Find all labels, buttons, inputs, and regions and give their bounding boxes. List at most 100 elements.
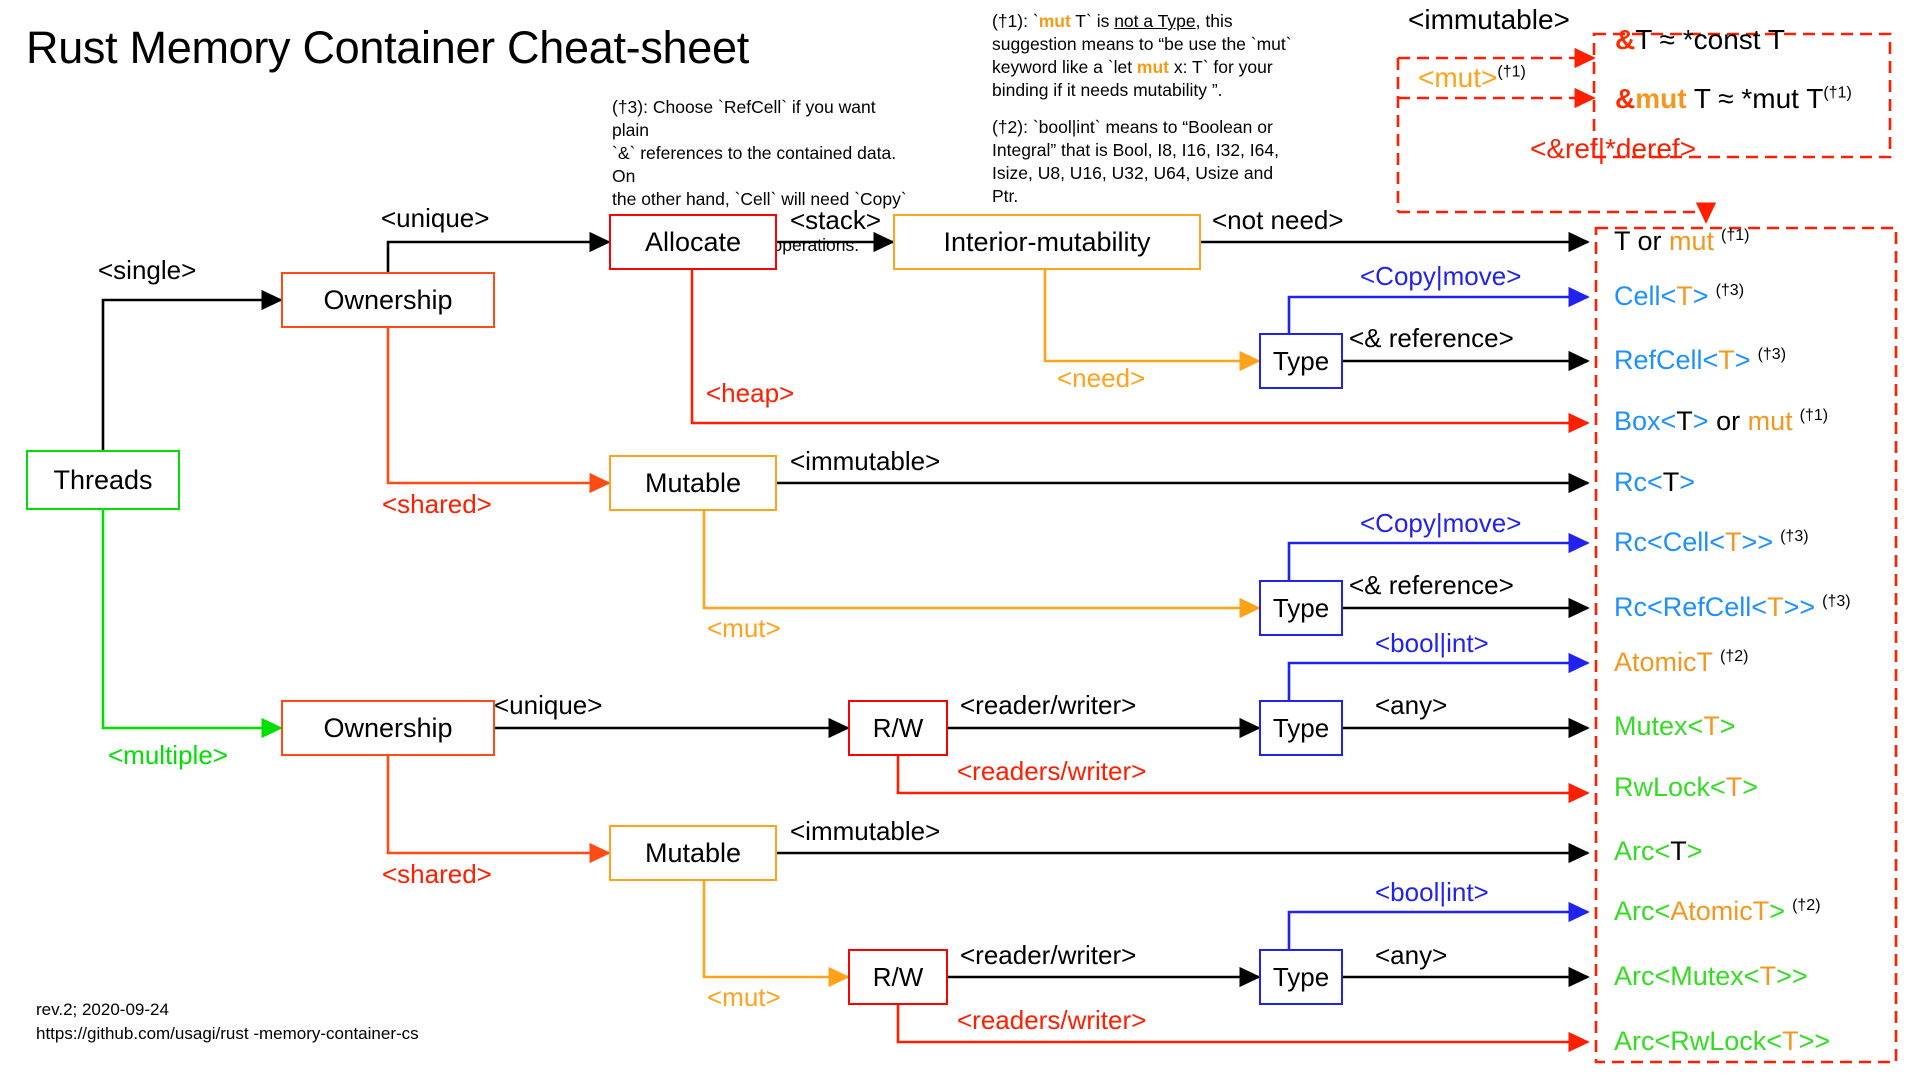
node-allocate[interactable]: Allocate	[609, 214, 777, 270]
result-part: >	[1742, 772, 1759, 802]
result-cell: Cell<T> (†3)	[1614, 281, 1744, 312]
result-part: RefCell<	[1614, 345, 1719, 375]
edge-label-immutable-2: <immutable>	[790, 816, 941, 846]
result-part: mut	[1747, 406, 1793, 436]
result-part: Cell<	[1614, 281, 1677, 311]
result-part: T	[1767, 592, 1784, 622]
result-footnote-ref: (†2)	[1792, 897, 1821, 914]
result-footnote-ref: (†1)	[1721, 227, 1750, 244]
result-part: T	[1676, 281, 1693, 311]
result-part: Box<	[1614, 406, 1677, 436]
ref-row-const: &T ≈ *const T	[1615, 24, 1785, 55]
footnote-2: (†2): `bool|int` means to “Boolean or In…	[992, 117, 1279, 206]
node-interior-mutability[interactable]: Interior-mutability	[893, 214, 1201, 270]
edge-label-heap: <heap>	[706, 378, 795, 408]
node-mutable-single[interactable]: Mutable	[609, 455, 777, 511]
node-type-stack[interactable]: Type	[1259, 333, 1343, 389]
result-atomict: AtomicT (†2)	[1614, 647, 1748, 678]
ref-row-mut: &mut T ≈ *mut T(†1)	[1615, 83, 1852, 114]
edge-label-unique-1: <unique>	[381, 203, 490, 233]
result-part: T	[1703, 711, 1720, 741]
result-part: Arc<RwLock<	[1614, 1026, 1783, 1056]
node-ownership-single[interactable]: Ownership	[281, 272, 495, 328]
edge-label-copy-move-1: <Copy|move>	[1360, 261, 1522, 291]
result-footnote-ref: (†3)	[1780, 528, 1809, 545]
result-part: T	[1782, 1026, 1799, 1056]
mut-keyword: mut	[1038, 11, 1071, 31]
result-part: >	[1719, 711, 1736, 741]
result-mutex: Mutex<T>	[1614, 711, 1736, 742]
result-part: or	[1708, 406, 1748, 436]
result-part: RwLock<	[1614, 772, 1726, 802]
result-part: >>	[1783, 592, 1816, 622]
ref-deref-label: <&ref|*deref>	[1530, 133, 1697, 164]
result-part: T	[1718, 345, 1735, 375]
edge-label-multiple: <multiple>	[108, 740, 228, 770]
result-part: >	[1734, 345, 1751, 375]
result-part: AtomicT	[1614, 647, 1714, 677]
result-refcell: RefCell<T> (†3)	[1614, 345, 1786, 376]
result-footnote-ref: (†3)	[1715, 282, 1745, 299]
footnote-1-line-3: keyword like a `let mut x: T` for your	[992, 57, 1273, 77]
result-part: >	[1679, 467, 1696, 497]
node-type-rc[interactable]: Type	[1259, 580, 1343, 636]
result-arc-mutex: Arc<Mutex<T>>	[1614, 961, 1808, 992]
node-mutable-multiple[interactable]: Mutable	[609, 825, 777, 881]
result-arc-rwlock: Arc<RwLock<T>>	[1614, 1026, 1830, 1057]
result-part: Rc<RefCell<	[1614, 592, 1768, 622]
result-part: >>	[1798, 1026, 1831, 1056]
result-part: T	[1670, 836, 1687, 866]
page-title: Rust Memory Container Cheat-sheet	[26, 22, 749, 73]
result-part: Rc<	[1614, 467, 1663, 497]
edge-label-immutable-1: <immutable>	[790, 446, 941, 476]
revision-info: rev.2; 2020-09-24 https://github.com/usa…	[36, 1000, 419, 1043]
edge-label-bool-int-2: <bool|int>	[1375, 877, 1489, 907]
result-part: Arc<	[1614, 896, 1671, 926]
result-rwlock: RwLock<T>	[1614, 772, 1758, 803]
edge-label-mut-1: <mut>	[707, 613, 781, 643]
result-part: >>	[1776, 961, 1808, 991]
node-rw-unique[interactable]: R/W	[848, 700, 948, 756]
result-part: T	[1662, 467, 1680, 497]
edge-label-reference-1: <& reference>	[1349, 323, 1514, 353]
result-part: mut	[1669, 226, 1715, 256]
edge-label-reader-writer-1: <reader/writer>	[960, 690, 1137, 720]
edge-label-single: <single>	[98, 255, 197, 285]
result-part: Rc<Cell<	[1614, 527, 1726, 557]
edge-label-need: <need>	[1057, 363, 1146, 393]
result-part: >>	[1741, 527, 1774, 557]
edge-label-readers-writer-2: <readers/writer>	[957, 1005, 1147, 1035]
footnote-1: (†1): `mut T` is not a Type, this sugges…	[992, 11, 1292, 100]
result-footnote-ref: (†3)	[1757, 346, 1787, 363]
result-part: T	[1725, 772, 1743, 802]
footnote-1-line-1: (†1): `mut T` is not a Type, this	[992, 11, 1233, 31]
node-rw-shared[interactable]: R/W	[848, 949, 948, 1005]
result-part: Arc<	[1614, 836, 1671, 866]
edge-label-reference-2: <& reference>	[1349, 570, 1514, 600]
result-t-or-mut: T or mut(†1)	[1614, 226, 1749, 257]
node-type-arc[interactable]: Type	[1259, 949, 1343, 1005]
node-ownership-multiple[interactable]: Ownership	[281, 700, 495, 756]
result-part: >	[1686, 836, 1703, 866]
edge-label-mut-2: <mut>	[707, 982, 781, 1012]
edge-label-unique-2: <unique>	[494, 690, 603, 720]
result-part: >	[1692, 281, 1709, 311]
edge-label-shared-1: <shared>	[382, 489, 492, 519]
results-box	[1594, 226, 1898, 1064]
node-type-sync[interactable]: Type	[1259, 700, 1343, 756]
edge-label-reader-writer-2: <reader/writer>	[960, 940, 1137, 970]
edge-label-any-1: <any>	[1375, 690, 1448, 720]
result-box-or-mut: Box<T> or mut(†1)	[1614, 406, 1828, 437]
ref-equivalence-box	[1592, 32, 1892, 159]
edge-label-bool-int-1: <bool|int>	[1375, 628, 1489, 658]
result-footnote-ref: (†2)	[1720, 648, 1749, 665]
ref-mut-label: <mut>(†1)	[1418, 62, 1526, 93]
node-threads[interactable]: Threads	[26, 450, 180, 510]
result-part: >	[1769, 896, 1786, 926]
result-rc: Rc<T>	[1614, 467, 1695, 498]
result-footnote-ref: (†1)	[1799, 407, 1829, 424]
result-part: AtomicT	[1670, 896, 1770, 926]
edge-label-copy-move-2: <Copy|move>	[1360, 508, 1522, 538]
